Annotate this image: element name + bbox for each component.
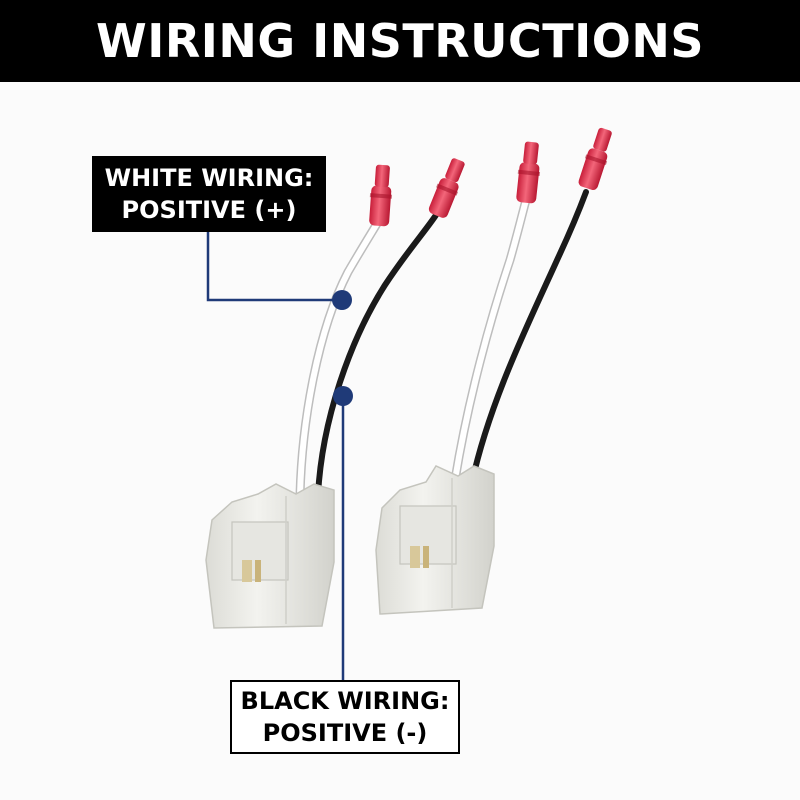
black-wiring-label: BLACK WIRING: POSITIVE (-) <box>230 680 460 754</box>
white-wire-left <box>295 217 383 500</box>
callout-dot-white <box>332 290 352 310</box>
white-wiring-label-line2: POSITIVE (+) <box>121 196 297 224</box>
black-wiring-label-line2: POSITIVE (-) <box>262 719 428 747</box>
harness-left <box>205 158 465 629</box>
red-terminal-left-black <box>428 158 465 218</box>
callout-line-white <box>206 232 342 302</box>
black-wiring-label-line1: BLACK WIRING: <box>240 687 450 715</box>
white-wiring-label-line1: WHITE WIRING: <box>104 164 314 192</box>
connector-plug-left <box>205 483 335 629</box>
callout-dot-black <box>333 386 353 406</box>
page-title: WIRING INSTRUCTIONS <box>95 14 705 68</box>
connector-plug-right <box>375 465 495 615</box>
callout-white-wiring <box>206 232 352 310</box>
red-terminal-right-black <box>578 127 612 191</box>
harness-right <box>375 127 612 615</box>
black-wire-left <box>315 209 441 498</box>
black-wire-right <box>469 189 589 485</box>
red-terminal-left-white <box>369 164 393 227</box>
red-terminal-right-white <box>516 141 541 204</box>
white-wiring-label: WHITE WIRING: POSITIVE (+) <box>92 156 326 232</box>
header-banner: WIRING INSTRUCTIONS <box>0 0 800 82</box>
callout-black-wiring <box>333 386 353 680</box>
